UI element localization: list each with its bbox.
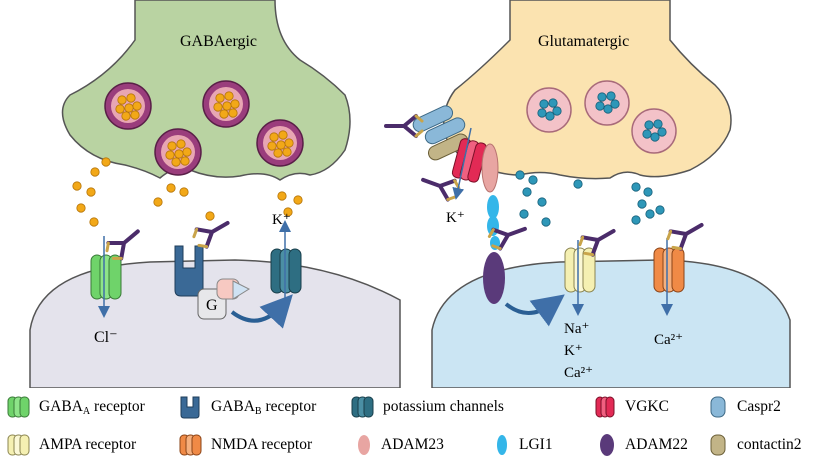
legend-gaba-a: GABAA receptor	[6, 394, 145, 420]
legend-adam22-label: ADAM22	[625, 436, 688, 453]
legend-contactin2: contactin2	[708, 432, 802, 458]
legend-contactin2-label: contactin2	[737, 436, 802, 453]
legend-adam23: ADAM23	[356, 432, 444, 458]
legend: GABAA receptor GABAB receptor potassium …	[0, 388, 827, 468]
legend-vgkc-label: VGKC	[625, 398, 669, 415]
legend-gaba-a-label: GABAA receptor	[39, 397, 145, 417]
caspr2-icon	[710, 396, 726, 418]
nmda-receptor	[653, 247, 685, 293]
k-label-left: K⁺	[272, 212, 291, 228]
legend-nmda-label: NMDA receptor	[211, 436, 313, 453]
ampa-icon	[7, 434, 30, 456]
gaba-b-icon	[180, 396, 200, 419]
legend-caspr2-label: Caspr2	[737, 398, 781, 415]
legend-ampa-label: AMPA receptor	[39, 436, 137, 453]
legend-gaba-b: GABAB receptor	[178, 394, 316, 420]
ampa-flux-na: Na⁺	[564, 321, 589, 337]
adam23	[481, 143, 499, 193]
caspr2-complex	[412, 105, 469, 161]
legend-caspr2: Caspr2	[708, 394, 781, 420]
gaba-a-icon	[7, 396, 30, 418]
lgi1-icon	[497, 435, 507, 455]
adam22	[483, 252, 505, 304]
legend-potassium-label: potassium channels	[383, 398, 504, 415]
g-protein-label: G	[206, 297, 218, 314]
gaba-vesicle	[202, 80, 250, 128]
adam22-icon	[600, 434, 614, 456]
legend-gaba-b-label: GABAB receptor	[211, 397, 317, 417]
nmda-icon	[179, 434, 202, 456]
gaba-b-receptor	[174, 245, 204, 297]
cl-label: Cl⁻	[94, 329, 118, 346]
gabaergic-title: GABAergic	[180, 33, 257, 50]
ampa-flux-ca: Ca²⁺	[564, 365, 593, 381]
g-protein: G	[197, 278, 251, 320]
legend-nmda: NMDA receptor	[178, 432, 312, 458]
postsynaptic-left	[29, 259, 401, 388]
legend-lgi1: LGI1	[494, 432, 553, 458]
gaba-a-receptor	[90, 254, 122, 300]
legend-adam23-label: ADAM23	[381, 436, 444, 453]
antibody	[663, 214, 709, 254]
vgkc	[451, 138, 488, 183]
gabaergic-terminal	[61, 0, 351, 181]
ampa-flux-k: K⁺	[564, 343, 583, 359]
legend-vgkc: VGKC	[594, 394, 669, 420]
glutamatergic-title: Glutamatergic	[538, 33, 629, 50]
legend-potassium: potassium channels	[350, 394, 504, 420]
legend-ampa: AMPA receptor	[6, 432, 136, 458]
glutamate-vesicle	[526, 87, 572, 133]
potassium-channel-icon	[351, 396, 374, 418]
gaba-vesicle	[104, 82, 152, 130]
glutamate-vesicle	[584, 80, 630, 126]
lgi1	[487, 195, 499, 219]
gaba-vesicle	[154, 128, 202, 176]
potassium-channel	[270, 248, 302, 294]
k-label-vgkc: K⁺	[446, 210, 465, 226]
ampa-receptor	[564, 247, 596, 293]
glutamate-vesicle	[631, 108, 677, 154]
vgkc-icon	[595, 396, 615, 418]
adam23-icon	[358, 435, 370, 455]
legend-adam22: ADAM22	[598, 432, 688, 458]
synapse-diagram: GABAergic Glutamatergic	[29, 0, 791, 388]
gaba-vesicle	[256, 119, 304, 167]
contactin2-icon	[710, 434, 726, 456]
legend-lgi1-label: LGI1	[519, 436, 553, 453]
nmda-flux-ca: Ca²⁺	[654, 332, 683, 348]
